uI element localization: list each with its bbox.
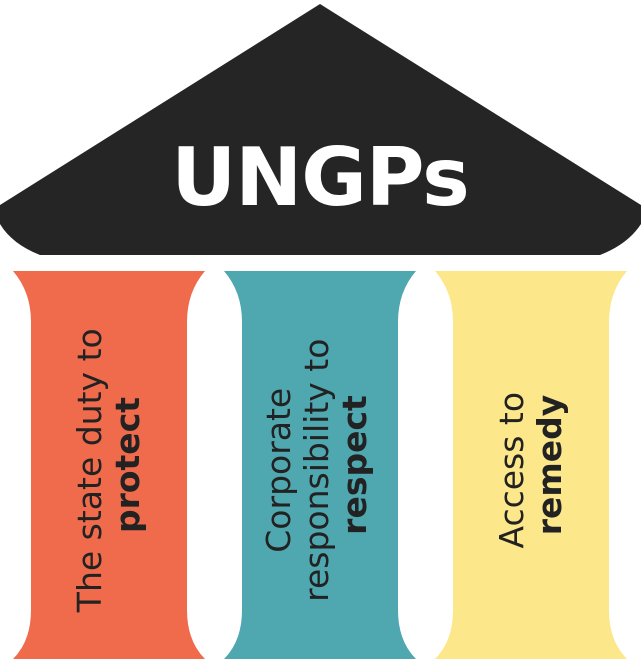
pillar-respect-shape: [224, 271, 416, 659]
pillar-remedy-line2: remedy: [530, 395, 569, 536]
pillar-protect-line1: The state duty to: [70, 328, 109, 613]
pillar-respect-line3: respect: [335, 395, 374, 535]
pillar-respect-line2: responsibility to: [297, 339, 336, 602]
pillar-protect-shape: [13, 271, 205, 659]
pillar-respect-label: Corporate responsibility to respect: [259, 328, 374, 602]
pillar-protect-label: The state duty to protect: [70, 318, 147, 613]
pillar-remedy-line1: Access to: [492, 392, 531, 549]
pillar-respect: Corporate responsibility to respect: [224, 271, 416, 659]
pillar-remedy: Access to remedy: [435, 271, 627, 659]
pillar-remedy-label: Access to remedy: [492, 381, 569, 548]
roof-title: UNGPs: [171, 131, 468, 224]
pillar-protect-line2: protect: [108, 397, 147, 533]
pillar-remedy-shape: [435, 271, 627, 659]
pillar-protect: The state duty to protect: [13, 271, 205, 659]
pillar-respect-line1: Corporate: [259, 388, 298, 553]
roof-shape: [0, 4, 641, 255]
roof: UNGPs: [0, 4, 641, 255]
